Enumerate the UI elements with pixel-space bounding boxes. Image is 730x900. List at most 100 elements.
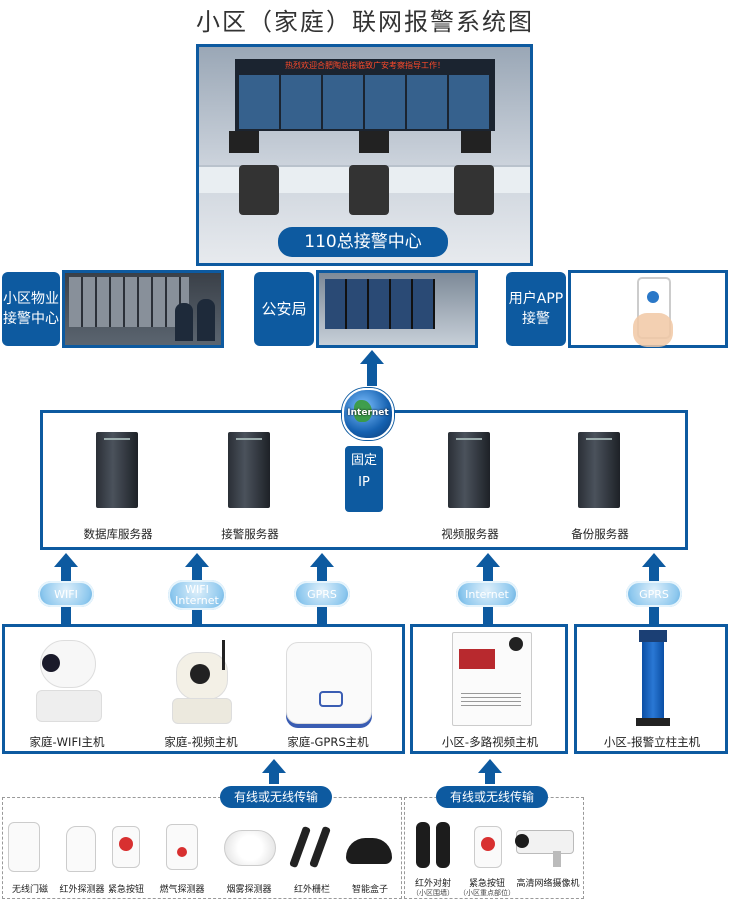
video-host-label: 家庭-视频主机	[164, 735, 238, 749]
arrow-up-icon	[478, 759, 502, 773]
page-title: 小区（家庭）联网报警系统图	[196, 8, 534, 36]
arrow-up-icon	[310, 553, 334, 567]
arrow-stem	[269, 772, 279, 784]
door-sensor-label: 无线门磁	[11, 885, 48, 895]
monitor-wall	[69, 277, 189, 327]
video-server-label: 视频服务器	[441, 527, 499, 541]
infrared-fence-label: 红外栅栏	[293, 885, 330, 895]
gprs-host-icon	[286, 642, 372, 724]
door-sensor-icon	[8, 822, 40, 872]
beam-sensor-label: 红外对射	[414, 879, 451, 889]
home-sensors-group	[2, 797, 402, 899]
panic-button-icon	[112, 826, 140, 868]
camera-lens	[42, 654, 60, 672]
chair	[239, 165, 279, 215]
infrared-detector-icon	[66, 826, 96, 872]
smoke-detector-label: 烟雾探测器	[226, 885, 272, 895]
network-camera-icon	[515, 830, 574, 867]
wall-screens	[239, 75, 491, 129]
community-panic-button-note: （小区重点部位）	[459, 889, 515, 897]
database-server-label: 数据库服务器	[83, 527, 153, 541]
internet-cloud: Internet	[456, 581, 518, 607]
alarm-server-icon	[228, 432, 270, 508]
smart-box-icon	[346, 838, 392, 864]
database-server-icon	[96, 432, 138, 508]
gas-detector-dot	[177, 847, 187, 857]
camera-base	[36, 690, 102, 722]
network-camera-label: 高清网络摄像机	[516, 879, 580, 889]
camera-lens	[515, 834, 529, 848]
app-logo	[647, 291, 659, 303]
multi-video-host-label: 小区-多路视频主机	[441, 735, 539, 749]
alarm-center-label: 110总接警中心	[278, 227, 448, 257]
panic-button-dot	[119, 837, 133, 851]
gas-detector-icon	[166, 824, 198, 870]
monitor	[461, 131, 491, 153]
wifi-host-label: 家庭-WIFI主机	[29, 735, 105, 749]
arrow-stem	[367, 364, 377, 386]
arrow-stem	[485, 772, 495, 784]
hand	[633, 313, 673, 347]
arrow-up-icon	[185, 553, 209, 567]
arrow-up-icon	[360, 350, 384, 364]
operator	[175, 303, 193, 341]
monitor	[229, 131, 259, 153]
monitor	[359, 131, 389, 153]
arrow-up-icon	[642, 553, 666, 567]
arrow-up-icon	[262, 759, 286, 773]
multi-video-host-icon	[452, 632, 532, 726]
gprs-host-label: 家庭-GPRS主机	[287, 735, 369, 749]
police-photo	[316, 270, 478, 348]
community-panic-button-icon	[474, 826, 502, 868]
host-logo	[509, 637, 523, 651]
host-text	[461, 693, 521, 707]
antenna	[222, 640, 225, 670]
internet-label: Internet	[347, 408, 389, 418]
smart-box-label: 智能盒子	[351, 885, 388, 895]
pillar-base	[636, 718, 670, 726]
host-panel	[459, 649, 495, 669]
camera-base	[172, 698, 232, 724]
pillar-cap	[639, 630, 667, 642]
community-video-host-box	[410, 624, 568, 754]
welcome-banner: 热烈欢迎合肥陶总接临致广安考察指导工作！	[285, 61, 445, 70]
alarm-center-photo: 热烈欢迎合肥陶总接临致广安考察指导工作！	[196, 44, 533, 266]
property-center-label: 小区物业 接警中心	[2, 272, 60, 346]
wifi-cloud: WIFI	[38, 581, 94, 607]
panic-button-label: 紧急按钮	[107, 885, 144, 895]
arrow-up-icon	[54, 553, 78, 567]
alarm-pillar-icon	[636, 630, 670, 726]
pillar-host-label: 小区-报警立柱主机	[603, 735, 701, 749]
community-pillar-host-box	[574, 624, 728, 754]
camera-lens	[190, 664, 210, 684]
gprs-cloud: GPRS	[294, 581, 350, 607]
beam-sensor-note: （小区围墙）	[412, 889, 454, 897]
infrared-detector-label: 红外探测器	[59, 885, 105, 895]
arrow-up-icon	[476, 553, 500, 567]
police-video-wall	[325, 279, 435, 329]
wifi-internet-cloud: WIFI Internet	[168, 580, 226, 610]
app-label: 用户APP 接警	[506, 272, 566, 346]
alarm-server-label: 接警服务器	[221, 527, 279, 541]
police-label: 公安局	[254, 272, 314, 346]
home-transmission-label: 有线或无线传输	[220, 786, 332, 808]
backup-server-label: 备份服务器	[571, 527, 629, 541]
chair	[349, 165, 389, 215]
beam-sensor-icon	[436, 822, 450, 868]
gprs-host-logo	[319, 691, 343, 707]
gprs-cloud: GPRS	[626, 581, 682, 607]
panic-button-dot	[481, 837, 495, 851]
app-photo	[568, 270, 728, 348]
wifi-camera-icon	[36, 640, 102, 724]
property-center-photo	[62, 270, 224, 348]
operator	[197, 299, 215, 341]
home-hosts-group	[2, 624, 405, 754]
video-wall: 热烈欢迎合肥陶总接临致广安考察指导工作！	[235, 59, 495, 131]
backup-server-icon	[578, 432, 620, 508]
community-transmission-label: 有线或无线传输	[436, 786, 548, 808]
globe-land	[354, 400, 372, 422]
community-panic-button-label: 紧急按钮	[468, 879, 505, 889]
video-host-icon	[170, 640, 232, 724]
fixed-ip-badge: 固定 IP	[345, 446, 383, 512]
chair	[454, 165, 494, 215]
